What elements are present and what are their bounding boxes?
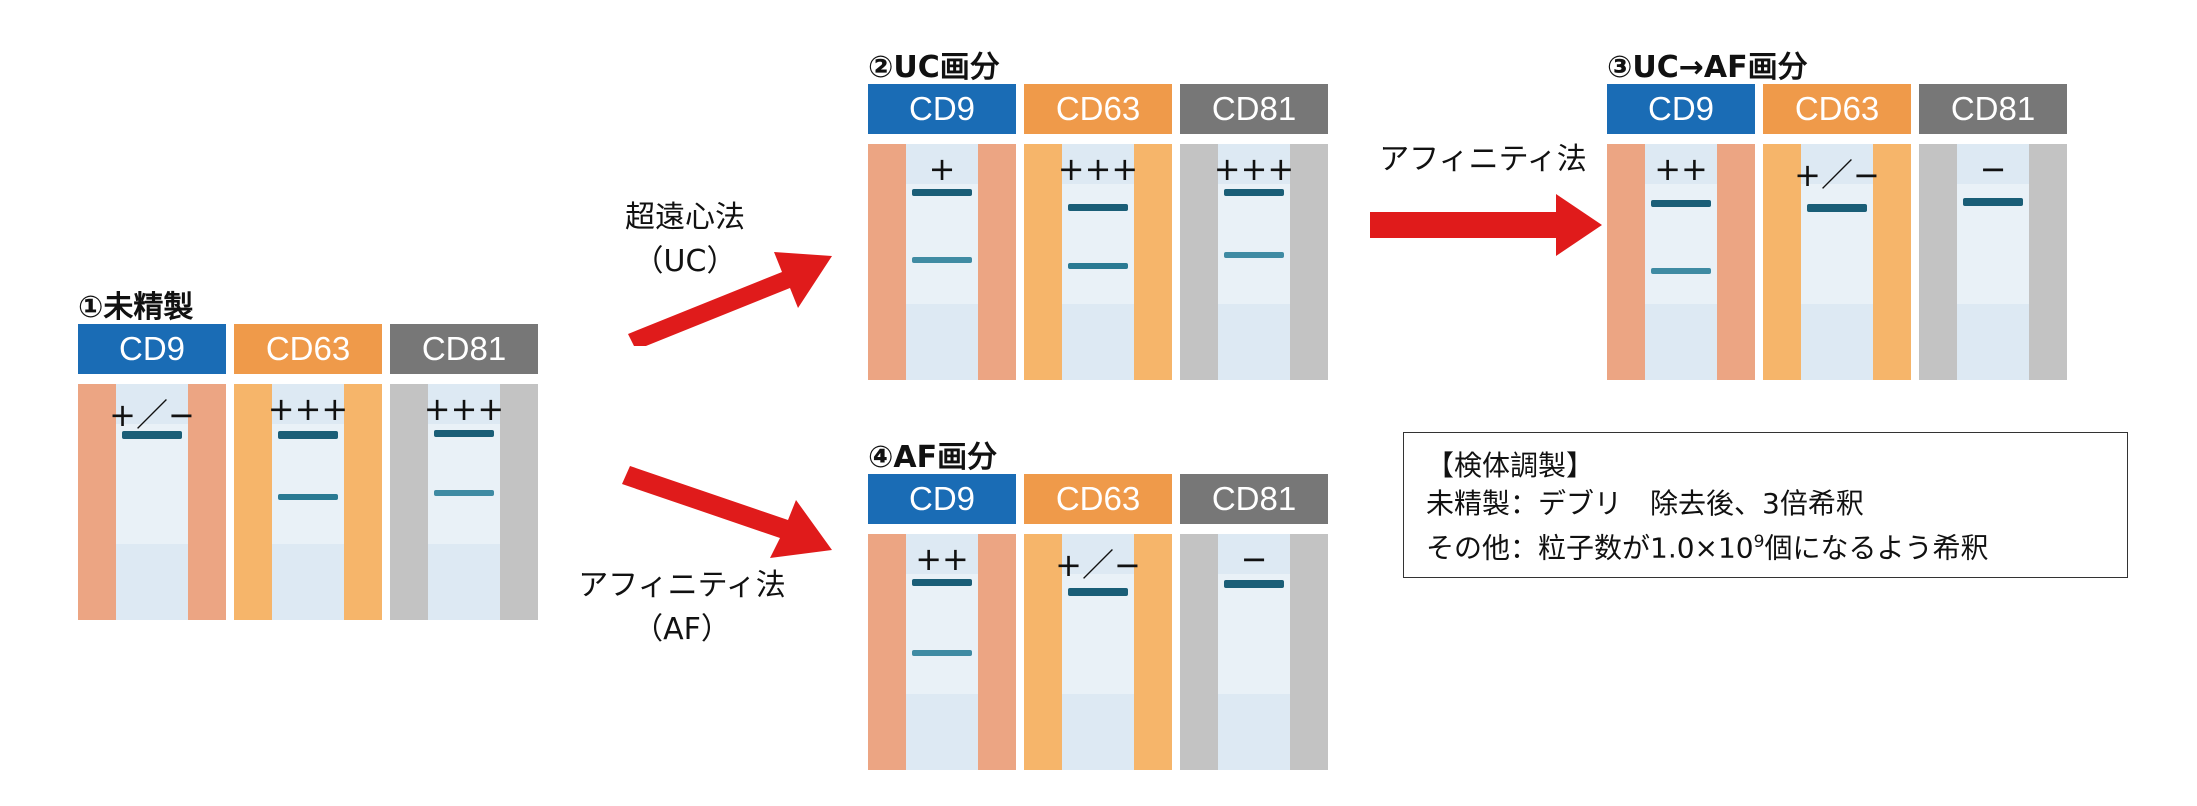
note-exponent: 9 <box>1753 532 1765 552</box>
test-band <box>912 189 972 196</box>
af-method-name: アフィニティ法 <box>578 568 786 603</box>
test-strip-cd9: + <box>868 144 1016 380</box>
result-grade: +++ <box>267 390 349 428</box>
note-line-unpurified: 未精製：デブリ 除去後、3倍希釈 <box>1426 487 1864 520</box>
header-cd81: CD81 <box>1180 84 1328 134</box>
test-band <box>278 431 338 439</box>
test-band <box>1068 204 1128 211</box>
result-grade: − <box>1240 540 1268 578</box>
test-strip-cd63: +++ <box>1024 144 1172 380</box>
header-cd81: CD81 <box>1919 84 2067 134</box>
header-cd9: CD9 <box>868 474 1016 524</box>
result-grade: − <box>1979 150 2007 188</box>
panel-title: ①未精製 <box>78 290 194 325</box>
test-band <box>1807 204 1867 212</box>
note-line-other-suffix: 個になるよう希釈 <box>1764 531 1989 565</box>
result-grade: + <box>928 150 956 188</box>
result-grade: +／− <box>109 396 195 434</box>
arrow-uc-to-af-icon <box>1370 194 1602 256</box>
header-cd63: CD63 <box>1024 84 1172 134</box>
af-method-abbr: （AF） <box>633 612 731 647</box>
test-strip-cd81: − <box>1919 144 2067 380</box>
test-band <box>434 430 494 437</box>
test-band <box>1224 580 1284 588</box>
uc-method-label: 超遠心法 （UC） <box>600 196 770 284</box>
uc-method-name: 超遠心法 <box>625 200 745 235</box>
control-band <box>434 490 494 496</box>
test-strip-cd63: +／− <box>1024 534 1172 770</box>
panel-title: ④AF画分 <box>868 440 998 475</box>
test-strip-cd81: +++ <box>1180 144 1328 380</box>
header-cd63: CD63 <box>234 324 382 374</box>
control-band <box>1224 252 1284 258</box>
header-cd63: CD63 <box>1024 474 1172 524</box>
test-band <box>1068 588 1128 596</box>
header-cd9: CD9 <box>868 84 1016 134</box>
arrow-uc-icon <box>628 252 832 346</box>
test-strip-cd9: ++ <box>1607 144 1755 380</box>
test-band <box>122 431 182 439</box>
control-band <box>278 494 338 500</box>
result-grade: +／− <box>1794 156 1880 194</box>
control-band <box>1068 263 1128 269</box>
result-grade: ++ <box>915 540 969 578</box>
panel-title: ③UC→AF画分 <box>1607 50 1808 85</box>
control-band <box>1651 268 1711 274</box>
result-grade: +++ <box>1213 150 1295 188</box>
test-strip-cd63: +／− <box>1763 144 1911 380</box>
header-cd63: CD63 <box>1763 84 1911 134</box>
control-band <box>912 257 972 263</box>
panel-title: ②UC画分 <box>868 50 1000 85</box>
uc-method-abbr: （UC） <box>633 244 737 279</box>
test-strip-cd81: − <box>1180 534 1328 770</box>
sample-prep-note: 【検体調製】 未精製：デブリ 除去後、3倍希釈 その他：粒子数が1.0×109個… <box>1403 432 2128 578</box>
test-band <box>1651 200 1711 207</box>
test-strip-cd9: ++ <box>868 534 1016 770</box>
result-grade: +／− <box>1055 546 1141 584</box>
test-strip-cd9: +／− <box>78 384 226 620</box>
note-line-other-prefix: その他：粒子数が1.0×10 <box>1426 531 1754 565</box>
note-heading: 【検体調製】 <box>1426 449 1595 482</box>
control-band <box>912 650 972 656</box>
test-strip-cd63: +++ <box>234 384 382 620</box>
arrow-af-icon <box>622 466 832 558</box>
result-grade: +++ <box>1057 150 1139 188</box>
test-band <box>1963 198 2023 206</box>
header-cd9: CD9 <box>1607 84 1755 134</box>
test-strip-cd81: +++ <box>390 384 538 620</box>
note-line-other: その他：粒子数が1.0×109個になるよう希釈 <box>1426 523 2105 567</box>
header-cd9: CD9 <box>78 324 226 374</box>
header-cd81: CD81 <box>1180 474 1328 524</box>
test-band <box>1224 189 1284 196</box>
test-band <box>912 579 972 586</box>
header-cd81: CD81 <box>390 324 538 374</box>
af-method-label: アフィニティ法 （AF） <box>552 564 812 652</box>
result-grade: +++ <box>423 390 505 428</box>
uc-to-af-method-label: アフィニティ法 <box>1379 142 1587 177</box>
result-grade: ++ <box>1654 150 1708 188</box>
